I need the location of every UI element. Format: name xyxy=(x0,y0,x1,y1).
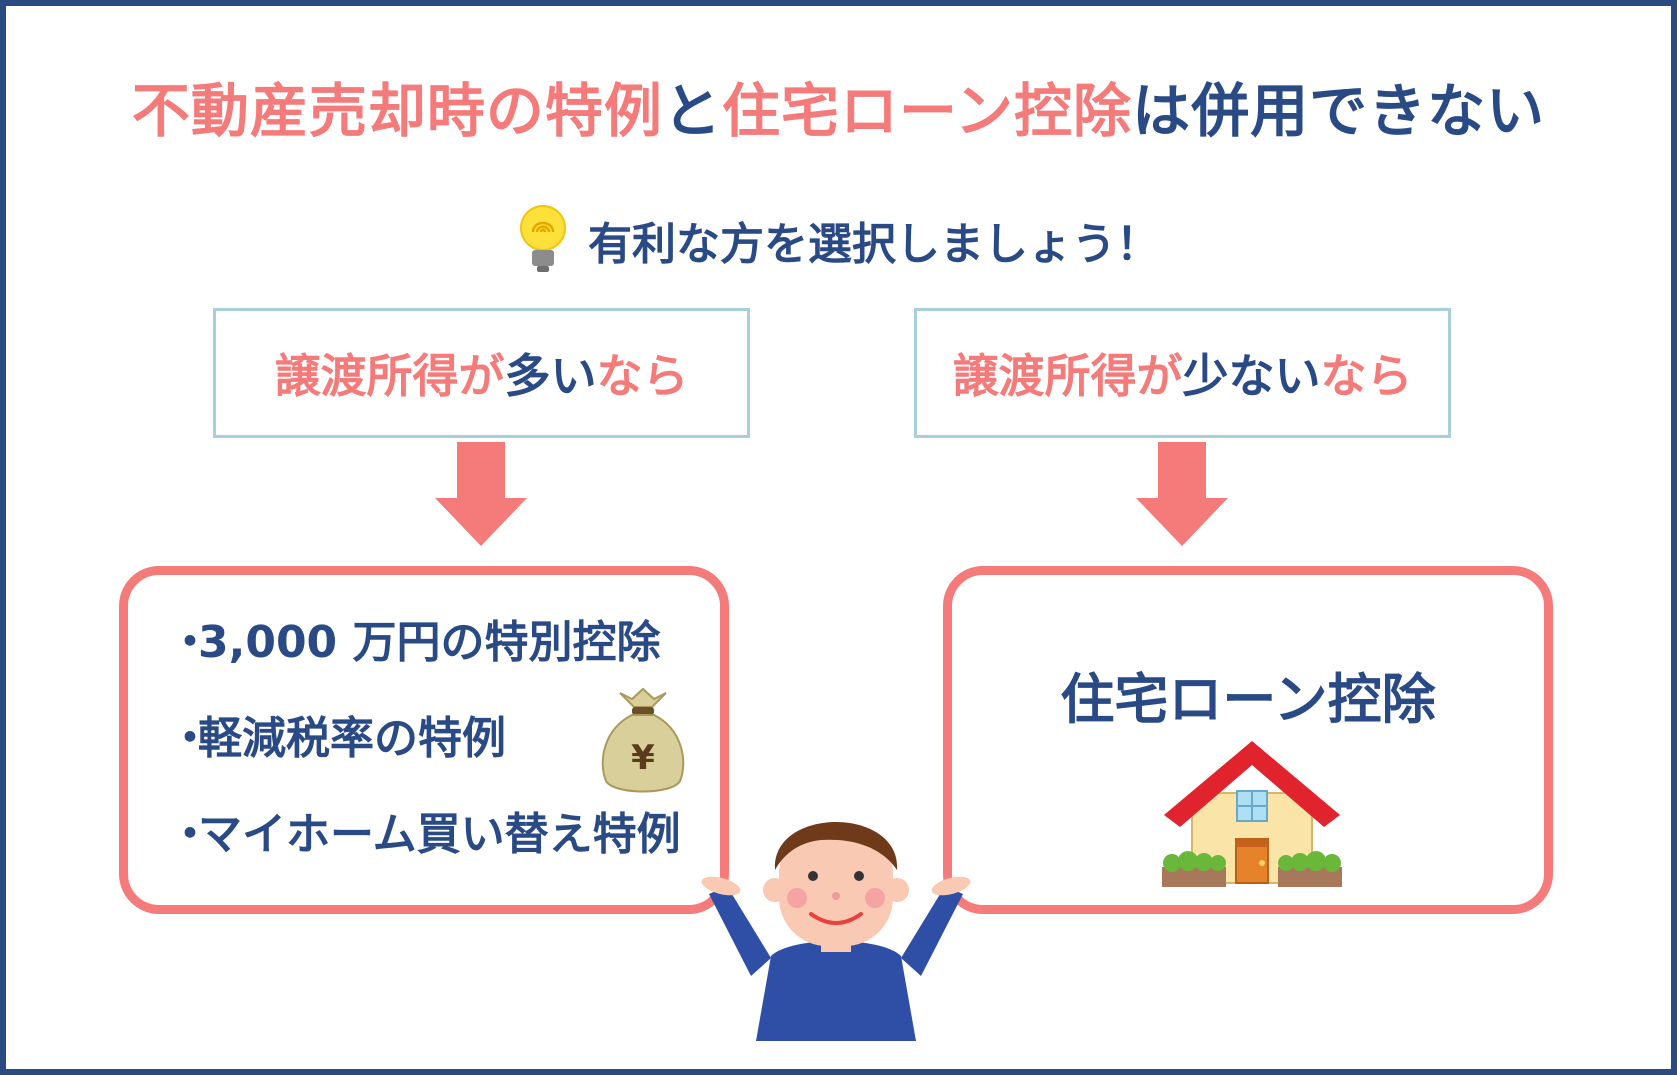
result-box-special-rules: ・3,000 万円の特別控除 ・軽減税率の特例 ・マイホーム買い替え特例 ¥ xyxy=(119,566,729,914)
subtitle-row: 有利な方を選択しましょう！ xyxy=(6,204,1671,276)
list-item: ・マイホーム買い替え特例 xyxy=(168,805,681,901)
condition-box-large-gain: 譲渡所得が多いなら xyxy=(213,308,750,438)
bullet-dot: ・ xyxy=(168,617,212,668)
title-part-special-rules: 不動産売却時の特例 xyxy=(131,77,663,145)
title-part-cannot-combine: は併用できない xyxy=(1132,77,1546,145)
condition-label-suffix: なら xyxy=(596,349,689,403)
bullet-dot: ・ xyxy=(168,713,212,764)
list-item-text: 3,000 万円の特別控除 xyxy=(198,617,661,668)
list-item-text: 軽減税率の特例 xyxy=(198,713,506,764)
person-illustration xyxy=(701,822,971,1041)
list-item: ・3,000 万円の特別控除 xyxy=(168,613,681,709)
down-arrow-icon xyxy=(1136,442,1228,546)
lightbulb-icon xyxy=(519,205,566,272)
condition-label-few: 少ない xyxy=(1182,349,1321,403)
result-title-mortgage-deduction: 住宅ローン控除 xyxy=(1060,668,1436,731)
money-bag-icon: ¥ xyxy=(601,687,685,793)
special-rules-list: ・3,000 万円の特別控除 ・軽減税率の特例 ・マイホーム買い替え特例 xyxy=(168,613,681,901)
subtitle-choose-advantageous: 有利な方を選択しましょう！ xyxy=(588,219,1161,270)
title-part-and: と xyxy=(662,77,722,145)
house-icon xyxy=(1162,741,1342,887)
condition-box-small-gain: 譲渡所得が少ないなら xyxy=(914,308,1451,438)
down-arrow-icon xyxy=(435,442,527,546)
condition-label-prefix: 譲渡所得が xyxy=(274,349,505,403)
yen-symbol: ¥ xyxy=(631,738,655,778)
main-title: 不動産売却時の特例と住宅ローン控除は併用できない xyxy=(6,64,1671,148)
condition-label-suffix: なら xyxy=(1320,349,1413,403)
condition-label-many: 多い xyxy=(504,349,597,403)
list-item: ・軽減税率の特例 xyxy=(168,709,681,805)
list-item-text: マイホーム買い替え特例 xyxy=(198,809,681,860)
condition-label-prefix: 譲渡所得が xyxy=(952,349,1183,403)
result-box-mortgage-deduction: 住宅ローン控除 xyxy=(943,566,1553,914)
title-part-mortgage-deduction: 住宅ローン控除 xyxy=(721,77,1133,145)
bullet-dot: ・ xyxy=(168,809,212,860)
